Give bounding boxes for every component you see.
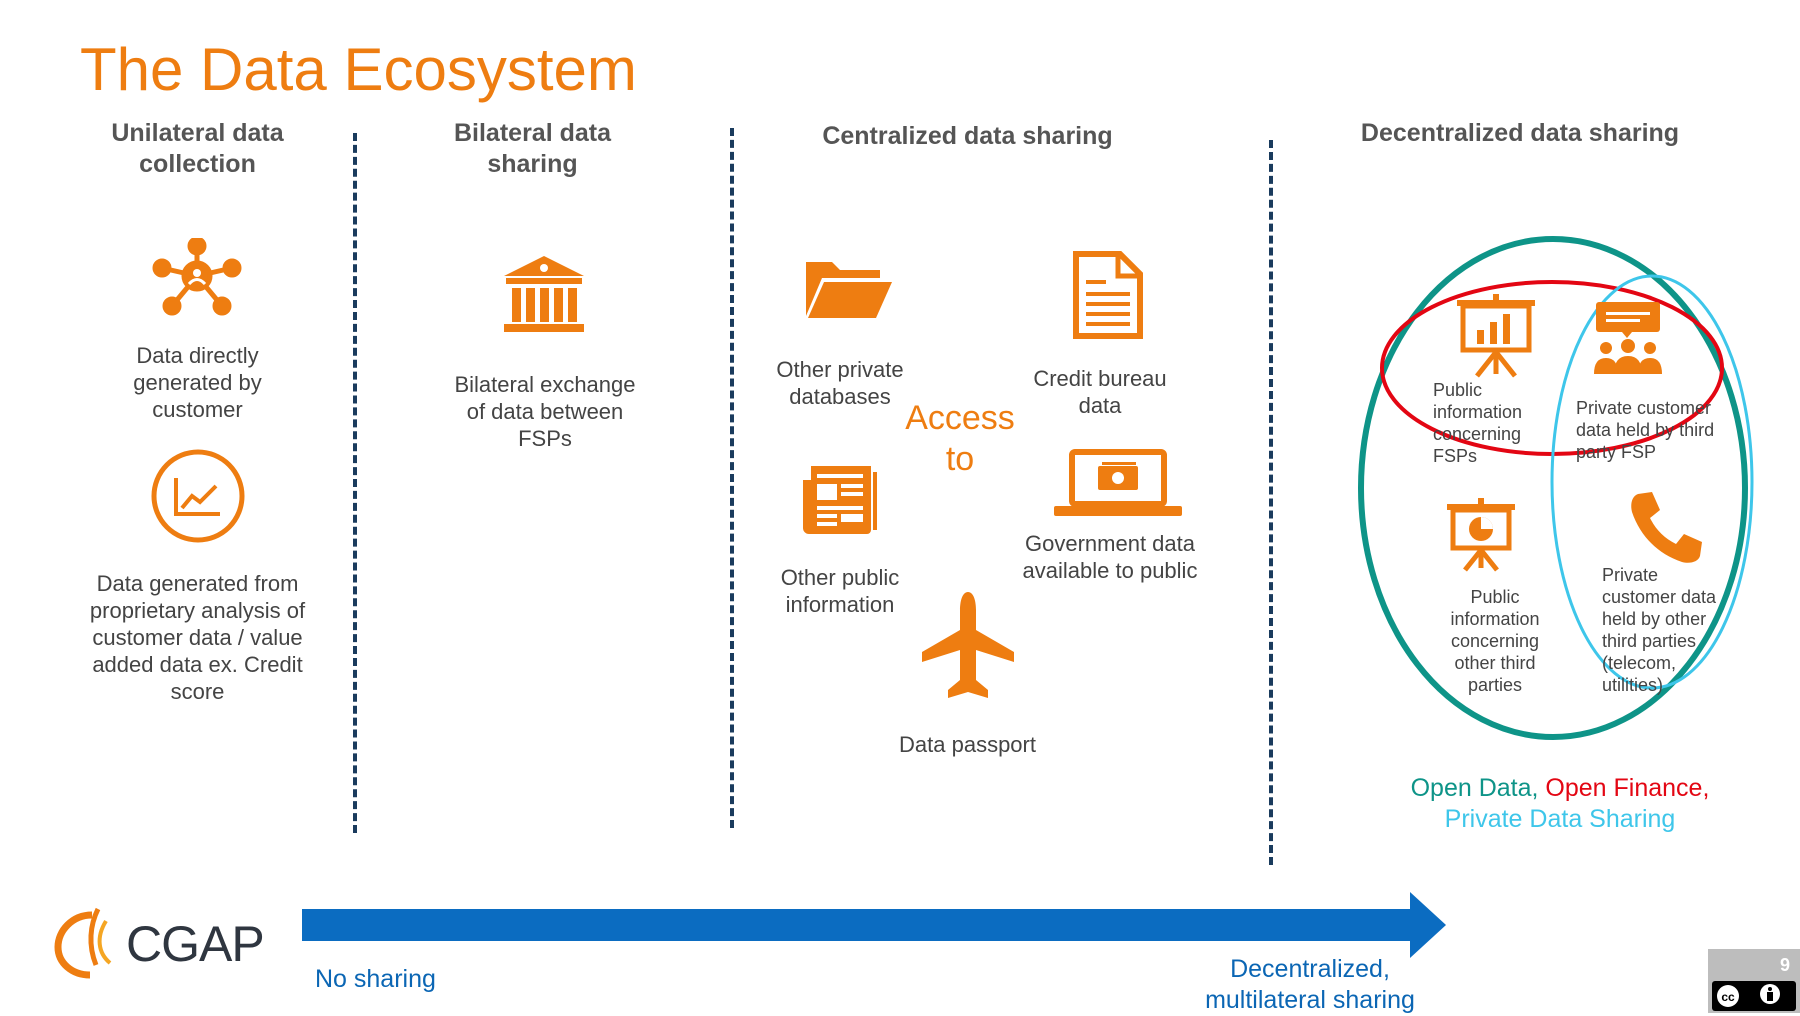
access-to-label: Access to [905, 399, 1015, 478]
divider-1 [353, 133, 357, 833]
legend-open-finance: Open Finance, [1545, 774, 1710, 802]
arrow-label-no-sharing: No sharing [315, 965, 436, 993]
label-private-databases: Other private databases [776, 357, 904, 409]
legend-private-sharing: Private Data Sharing [1444, 805, 1676, 833]
cgap-logo: CGAP [52, 905, 272, 985]
cgap-logo-text: CGAP [126, 916, 265, 972]
presentation-pie-icon [1447, 498, 1515, 572]
label-direct-data: Data directly generated by customer [133, 343, 262, 422]
label-third-party-public-info: Public information concerning other thir… [1450, 587, 1540, 695]
label-data-passport: Data passport [899, 732, 1036, 757]
divider-2 [730, 128, 734, 828]
heading-centralized: Centralized data sharing [822, 122, 1113, 150]
sharing-spectrum-arrow [302, 892, 1446, 958]
private-sharing-ellipse [1550, 274, 1754, 690]
phone-icon [1631, 492, 1702, 563]
svg-text:cc: cc [1721, 990, 1735, 1004]
document-icon [1073, 251, 1143, 339]
presentation-bar-icon [1457, 294, 1535, 378]
page-title: The Data Ecosystem [80, 36, 637, 103]
venn-diagram [1358, 236, 1754, 740]
label-fsp-public-info: Public information concerning FSPs [1433, 380, 1523, 466]
open-data-ellipse [1358, 236, 1748, 740]
bank-icon [504, 256, 584, 332]
divider-3 [1269, 140, 1273, 865]
label-proprietary-data: Data generated from proprietary analysis… [89, 571, 306, 704]
legend-open-data: Open Data, [1410, 774, 1539, 802]
people-chat-icon [1594, 302, 1662, 374]
venn-legend: Open Data, Open Finance, Private Data Sh… [1380, 773, 1740, 835]
label-public-information: Other public information [780, 565, 900, 617]
label-bilateral-exchange: Bilateral exchange of data between FSPs [454, 372, 636, 451]
airplane-icon [922, 592, 1014, 698]
arrow-label-multilateral: Decentralized, multilateral sharing [1205, 955, 1415, 1014]
newspaper-icon [803, 466, 877, 534]
chart-icon [151, 449, 245, 543]
page-badge: 9 cc [1708, 949, 1800, 1013]
network-icon [152, 238, 242, 316]
label-government-data: Government data available to public [1022, 531, 1198, 583]
creative-commons-icon: cc [1712, 981, 1796, 1011]
folder-icon [806, 262, 892, 318]
heading-bilateral: Bilateral data sharing [453, 119, 611, 178]
page-number: 9 [1779, 955, 1790, 975]
cgap-logo-mark-icon [54, 907, 112, 979]
label-private-other-data: Private customer data held by other thir… [1602, 565, 1717, 695]
label-private-fsp-data: Private customer data held by third part… [1576, 398, 1715, 462]
heading-unilateral: Unilateral data collection [111, 119, 284, 178]
heading-decentralized: Decentralized data sharing [1360, 119, 1680, 147]
laptop-money-icon [1054, 449, 1182, 516]
label-credit-bureau: Credit bureau data [1033, 366, 1167, 418]
